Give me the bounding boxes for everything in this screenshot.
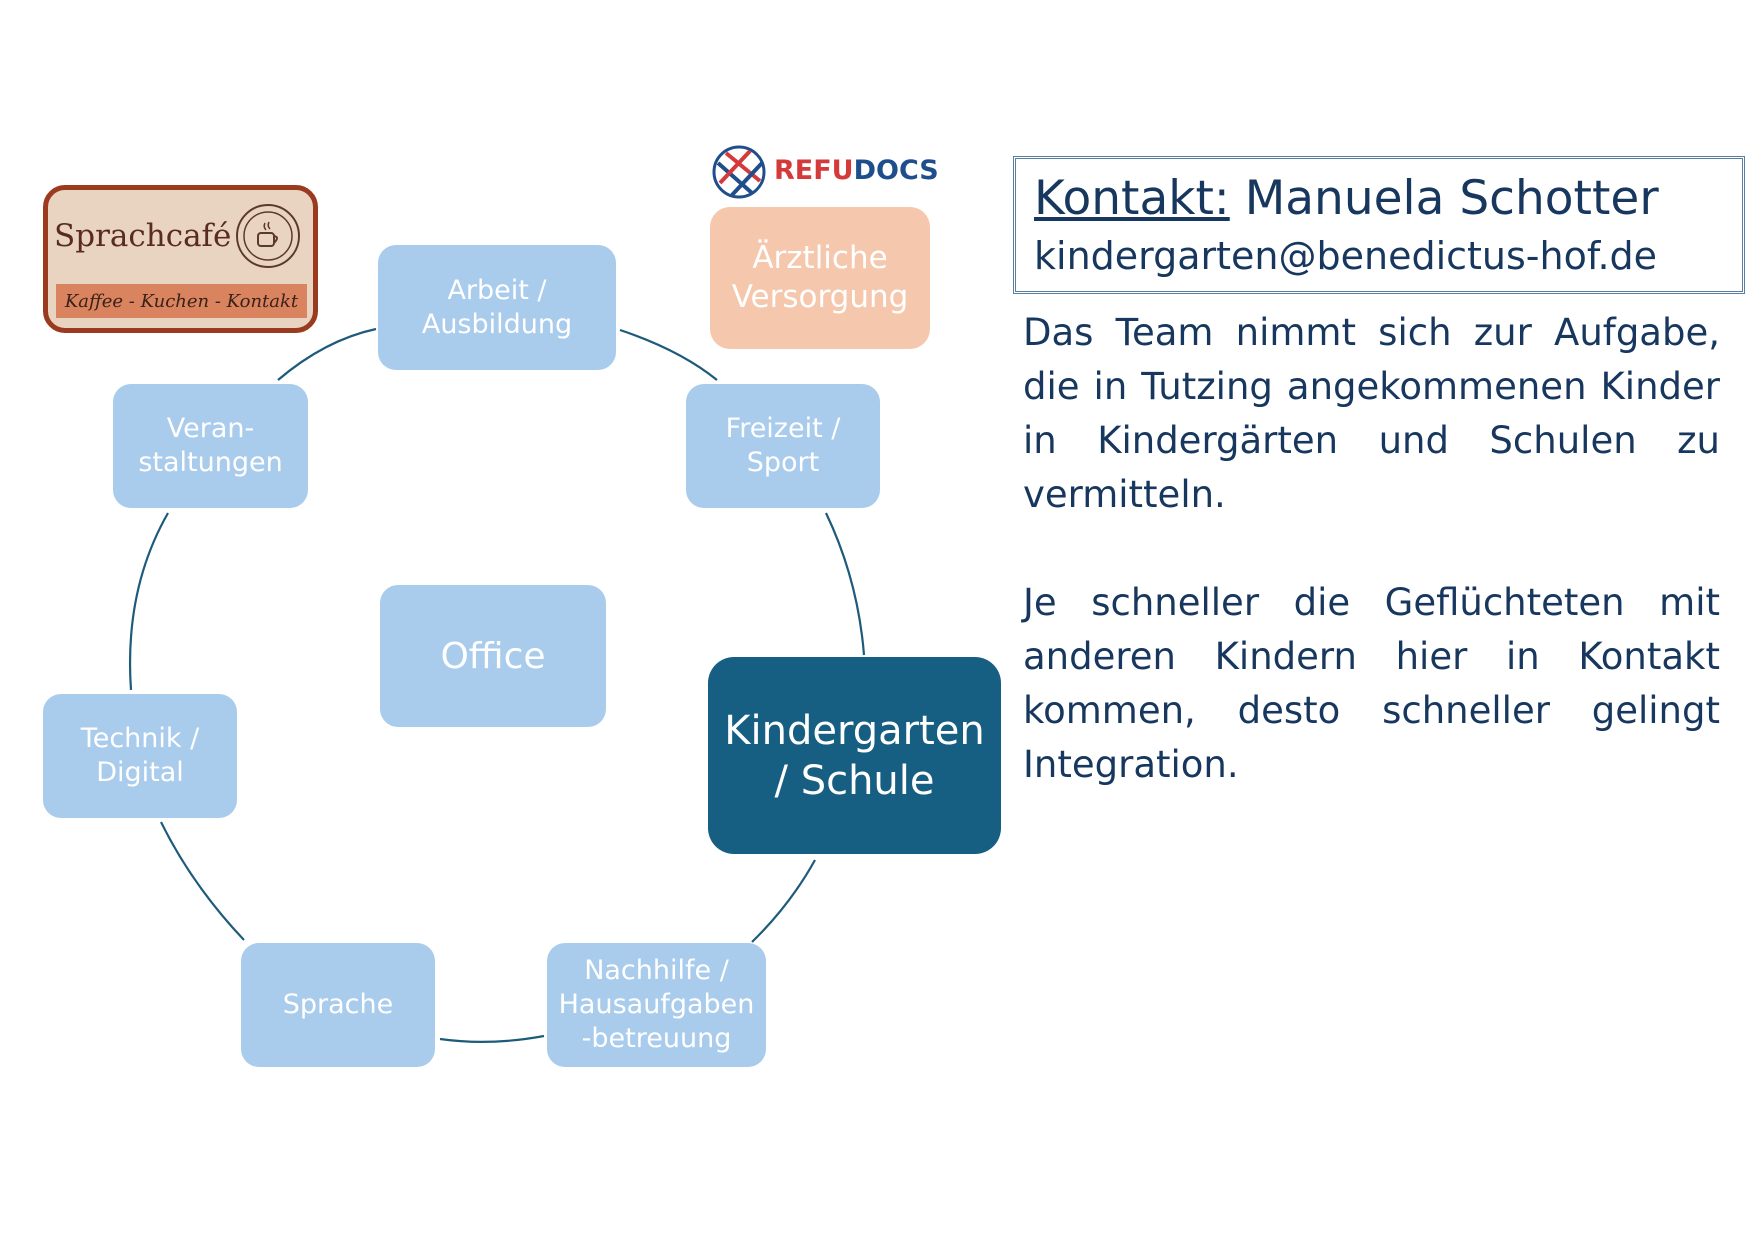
sprachcafe-logo: Sprachcafé Kaffee - Kuchen - Kontakt [43, 185, 318, 333]
ring-arc-technik-veranstaltungen [128, 512, 169, 691]
refudocs-logo: REFUDOCS [702, 143, 939, 203]
node-freizeit-sport: Freizeit / Sport [686, 384, 880, 508]
contact-email[interactable]: kindergarten@benedictus-hof.de [1034, 234, 1658, 279]
ring-arc-freizeit-kindergarten [825, 512, 866, 656]
node-arbeit-ausbildung: Arbeit / Ausbildung [378, 245, 616, 370]
sprachcafe-logo-title: Sprachcafé [54, 218, 232, 254]
refudocs-wordmark-part1: REFU [774, 155, 854, 186]
node-kindergarten-schule: Kindergarten / Schule [708, 657, 1001, 854]
node-aerztliche-versorgung: Ärztliche Versorgung [710, 207, 930, 349]
ring-arc-veranstaltungen-arbeit [277, 327, 377, 381]
refudocs-wordmark-part2: DOCS [853, 155, 939, 186]
globe-icon [712, 145, 766, 199]
node-freizeit-sport-label: Freizeit / Sport [725, 413, 841, 478]
contact-box: Kontakt: Manuela Schotter kindergarten@b… [1013, 156, 1745, 294]
node-aerztliche-versorgung-label: Ärztliche Versorgung [731, 240, 909, 315]
description-paragraph-1: Das Team nimmt sich zur Aufgabe, die in … [1023, 311, 1720, 516]
contact-name: Manuela Schotter [1244, 171, 1659, 226]
sprachcafe-logo-tagline: Kaffee - Kuchen - Kontakt [56, 284, 307, 318]
description-paragraph-2: Je schneller die Geflüchteten mit andere… [1023, 581, 1720, 786]
node-veranstaltungen-label: Veran- staltungen [138, 413, 283, 478]
node-office: Office [380, 585, 606, 727]
node-kindergarten-schule-label: Kindergarten / Schule [724, 707, 985, 804]
node-arbeit-ausbildung-label: Arbeit / Ausbildung [421, 274, 573, 340]
node-sprache-label: Sprache [282, 989, 394, 1021]
node-technik-digital: Technik / Digital [43, 694, 237, 818]
node-veranstaltungen: Veran- staltungen [113, 384, 308, 508]
ring-arc-nachhilfe-sprache [439, 1034, 545, 1043]
refudocs-wordmark: REFUDOCS [774, 155, 939, 186]
node-nachhilfe-hausaufgabenbetreuung: Nachhilfe / Hausaufgaben -betreuung [547, 943, 766, 1067]
contact-label: Kontakt: [1034, 171, 1230, 226]
coffee-cup-icon [236, 204, 300, 268]
contact-heading: Kontakt: Manuela Schotter [1034, 171, 1742, 227]
node-sprache: Sprache [241, 943, 435, 1067]
node-office-label: Office [440, 635, 546, 677]
ring-arc-sprache-technik [160, 821, 245, 941]
ring-arc-kindergarten-nachhilfe [751, 859, 816, 943]
node-technik-digital-label: Technik / Digital [80, 723, 200, 788]
node-nachhilfe-label: Nachhilfe / Hausaufgaben -betreuung [558, 955, 755, 1054]
ring-arc-arbeit-freizeit [619, 328, 718, 381]
